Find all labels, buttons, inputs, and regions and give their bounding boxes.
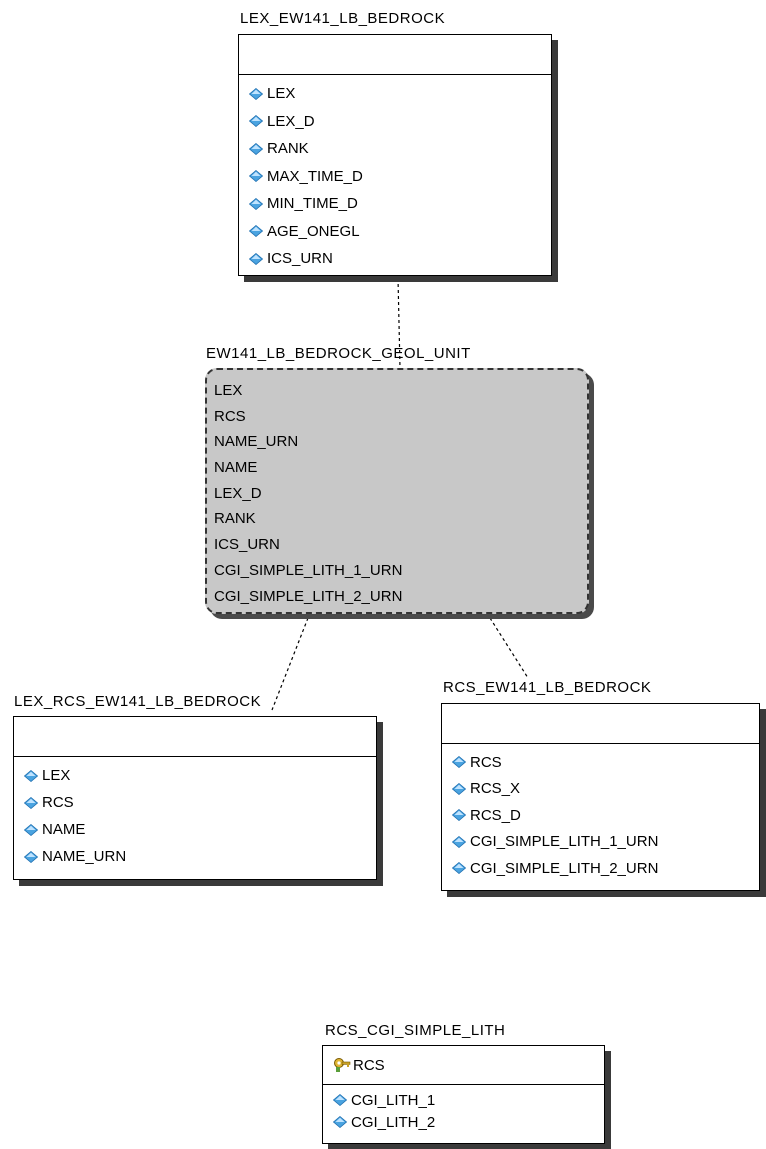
attribute-icon: [249, 252, 263, 265]
entity-key-area: [442, 704, 759, 744]
entity-title-lex-ew141: LEX_EW141_LB_BEDROCK: [240, 10, 446, 27]
attribute-row[interactable]: MAX_TIME_D: [249, 163, 551, 191]
view-attribute[interactable]: RCS: [214, 407, 246, 425]
attribute-icon: [24, 769, 38, 782]
attribute-row[interactable]: RCS_D: [452, 802, 759, 829]
attribute-row[interactable]: ICS_URN: [249, 245, 551, 273]
attribute-row[interactable]: RCS: [24, 789, 376, 816]
attribute-row[interactable]: RANK: [249, 135, 551, 163]
attribute-label: LEX: [267, 85, 296, 103]
attribute-label: RANK: [267, 140, 309, 158]
entity-key-area: [239, 35, 551, 75]
attribute-icon: [24, 796, 38, 809]
entity-title-cgi: RCS_CGI_SIMPLE_LITH: [325, 1022, 506, 1039]
attribute-row[interactable]: CGI_LITH_1: [333, 1089, 604, 1111]
attribute-list: RCS RCS_X RCS_D CGI_SIMPLE_LITH_1_URN CGI_SI…: [442, 744, 759, 882]
attribute-label: MIN_TIME_D: [267, 195, 358, 213]
attribute-label: RCS_X: [470, 780, 521, 798]
attribute-icon: [333, 1094, 347, 1106]
attribute-row[interactable]: NAME: [24, 816, 376, 843]
attribute-row[interactable]: RCS_X: [452, 776, 759, 803]
attribute-icon: [333, 1116, 347, 1128]
view-attribute[interactable]: CGI_SIMPLE_LITH_1_URN: [214, 561, 403, 579]
attribute-row[interactable]: CGI_SIMPLE_LITH_1_URN: [452, 829, 759, 856]
attribute-icon: [249, 170, 263, 183]
key-row: RCS: [323, 1046, 604, 1084]
attribute-icon: [452, 756, 466, 769]
entity-key-area: RCS: [323, 1046, 604, 1085]
attribute-label: NAME_URN: [42, 848, 127, 865]
entity-title-lex-rcs: LEX_RCS_EW141_LB_BEDROCK: [14, 693, 262, 710]
entity-key-area: [14, 717, 376, 757]
attribute-label: NAME: [42, 821, 86, 838]
view-attribute[interactable]: LEX_D: [214, 484, 262, 502]
attribute-label: CGI_SIMPLE_LITH_1_URN: [470, 833, 659, 851]
entity-title-rcs: RCS_EW141_LB_BEDROCK: [443, 679, 652, 696]
connector-view-to-rcs: [489, 617, 529, 679]
attribute-label: AGE_ONEGL: [267, 222, 360, 240]
view-attribute[interactable]: ICS_URN: [214, 536, 280, 554]
attribute-label: CGI_LITH_1: [351, 1091, 436, 1109]
view-attribute[interactable]: NAME_URN: [214, 433, 299, 451]
attribute-row[interactable]: CGI_SIMPLE_LITH_2_URN: [452, 855, 759, 882]
connector-view-to-lex-rcs: [271, 617, 309, 711]
attribute-icon: [452, 809, 466, 822]
key-label: RCS: [353, 1056, 385, 1074]
attribute-row[interactable]: RCS: [452, 749, 759, 776]
attribute-row[interactable]: LEX: [24, 762, 376, 789]
attribute-label: ICS_URN: [267, 250, 333, 268]
entity-lex-ew141[interactable]: LEX LEX_D RANK MAX_TIME_D MIN_TIME_D AGE_ONEG…: [238, 34, 552, 276]
attribute-row[interactable]: AGE_ONEGL: [249, 218, 551, 246]
view-attribute[interactable]: NAME: [214, 459, 258, 477]
attribute-icon: [452, 862, 466, 875]
attribute-label: LEX: [42, 767, 71, 784]
attribute-label: RCS: [42, 794, 74, 811]
attribute-row[interactable]: LEX_D: [249, 108, 551, 136]
attribute-label: RCS_D: [470, 806, 521, 824]
view-attribute[interactable]: CGI_SIMPLE_LITH_2_URN: [214, 587, 403, 605]
attribute-row[interactable]: CGI_LITH_2: [333, 1111, 604, 1133]
attribute-icon: [249, 197, 263, 210]
entity-lex-rcs[interactable]: LEX RCS NAME NAME_URN: [13, 716, 377, 880]
view-attribute[interactable]: LEX: [214, 382, 243, 399]
attribute-row[interactable]: LEX: [249, 80, 551, 108]
attribute-label: CGI_SIMPLE_LITH_2_URN: [470, 859, 659, 877]
view-attribute[interactable]: RANK: [214, 510, 256, 528]
entity-rcs[interactable]: RCS RCS_X RCS_D CGI_SIMPLE_LITH_1_URN CGI_SI…: [441, 703, 760, 891]
attribute-icon: [452, 835, 466, 848]
attribute-icon: [452, 782, 466, 795]
attribute-icon: [249, 115, 263, 128]
attribute-label: LEX_D: [267, 112, 315, 130]
primary-key-icon: [334, 1058, 351, 1072]
attribute-label: RCS: [470, 753, 502, 771]
view-geol-unit[interactable]: LEX RCS NAME_URN NAME LEX_D RANK ICS_URN CGI_SI…: [205, 368, 589, 614]
view-title-geol-unit: EW141_LB_BEDROCK_GEOL_UNIT: [206, 345, 471, 362]
attribute-icon: [24, 850, 38, 863]
attribute-row[interactable]: NAME_URN: [24, 843, 376, 870]
attribute-list: LEX RCS NAME NAME_URN: [14, 757, 376, 870]
attribute-icon: [249, 225, 263, 238]
attribute-list: LEX LEX_D RANK MAX_TIME_D MIN_TIME_D AGE_ONEG…: [239, 75, 551, 273]
attribute-label: CGI_LITH_2: [351, 1113, 436, 1131]
attribute-icon: [24, 823, 38, 836]
attribute-label: MAX_TIME_D: [267, 167, 363, 185]
attribute-row[interactable]: MIN_TIME_D: [249, 190, 551, 218]
attribute-icon: [249, 87, 263, 100]
attribute-icon: [249, 142, 263, 155]
